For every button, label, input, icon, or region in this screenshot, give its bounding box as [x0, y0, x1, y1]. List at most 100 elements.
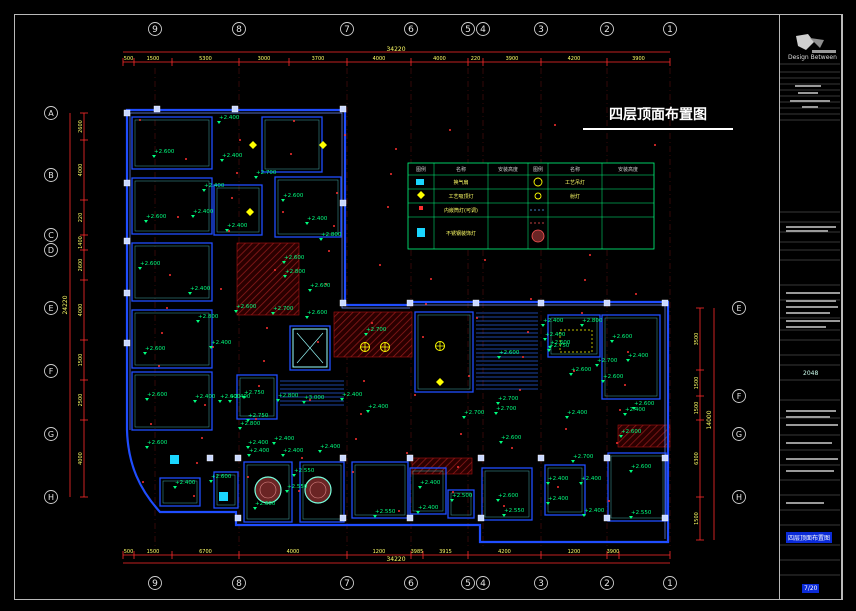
dim-bottom-label: 1200 [568, 549, 581, 555]
grille-ceiling [280, 380, 344, 408]
structural-column [123, 109, 131, 117]
downlight-icon [484, 259, 486, 261]
axis-label: E [48, 304, 53, 313]
axis-bubble-left [44, 243, 58, 257]
downlight-icon [258, 385, 260, 387]
ceiling-recess [134, 119, 210, 167]
axis-label: 9 [152, 25, 158, 35]
structural-column [477, 454, 485, 462]
elevation-marker-icon [546, 502, 550, 505]
ceiling-height-label: +2.400 [195, 394, 216, 400]
dim-top-label: 4000 [433, 56, 446, 62]
elevation-marker-icon [364, 333, 368, 336]
room-outline [131, 309, 213, 369]
downlight-icon [557, 486, 559, 488]
ceiling-height-label: +2.400 [548, 476, 569, 482]
ceiling-height-label: +2.550 [504, 508, 525, 514]
elevation-marker-icon [548, 346, 552, 349]
axis-label: 3 [538, 579, 544, 589]
ceiling-recess [264, 119, 320, 170]
dim-top-label: 4200 [568, 56, 581, 62]
downlight-icon [457, 466, 459, 468]
elevation-marker-icon [546, 482, 550, 485]
ceiling-height-label: +2.750 [549, 343, 570, 349]
axis-bubble-left [44, 490, 58, 504]
elevation-marker-icon [450, 499, 454, 502]
ceiling-height-label: +2.400 [420, 480, 441, 486]
downlight-icon [565, 428, 567, 430]
ceiling-height-label: +2.550 [287, 484, 308, 490]
ceiling-height-label: +2.600 [612, 334, 633, 340]
elevation-marker-icon [626, 359, 630, 362]
legend-header: 名称 [570, 166, 580, 173]
ceiling-height-label: +2.400 [307, 216, 328, 222]
downlight-icon [573, 370, 575, 372]
downlight-icon [196, 462, 198, 464]
axis-label: H [48, 493, 54, 502]
elevation-marker-icon [319, 238, 323, 241]
legend-header: 安装高度 [498, 166, 518, 173]
dim-top-label: 3900 [506, 56, 519, 62]
elevation-marker-icon [601, 380, 605, 383]
structural-column [661, 454, 669, 462]
axis-bubble-top [340, 22, 354, 36]
axis-bubble-left [44, 168, 58, 182]
ceiling-recess [134, 245, 210, 299]
elevation-marker-icon [246, 419, 250, 422]
ceiling-height-label: +2.600 [621, 429, 642, 435]
dim-bottom-label: 500 [124, 549, 134, 555]
dim-bottom-label: 1500 [147, 549, 160, 555]
ceiling-recess [550, 317, 598, 355]
axis-bubble-bottom [534, 576, 548, 590]
structural-column [123, 179, 131, 187]
room-outline [607, 452, 667, 522]
axis-bubble-top [232, 22, 246, 36]
downlight-icon [193, 495, 195, 497]
dim-bottom-label: 3915 [439, 549, 452, 555]
ceiling-height-label: +2.600 [603, 374, 624, 380]
elevation-marker-icon [541, 324, 545, 327]
downlight-icon [177, 216, 179, 218]
round-chandelier-icon [254, 476, 282, 504]
company-name: Design Between [788, 54, 837, 61]
dim-right-label: 1500 [694, 402, 700, 415]
axis-bubble-right [732, 301, 746, 315]
legend-chandelier-icon [531, 229, 545, 243]
company-logo-icon [796, 34, 836, 53]
dim-right-label: 1500 [694, 512, 700, 525]
structural-column [661, 299, 669, 307]
ceiling-height-label: +2.700 [597, 358, 618, 364]
grille-ceiling [476, 312, 538, 390]
round-chandelier-icon [304, 476, 332, 504]
elevation-marker-icon [579, 482, 583, 485]
downlight-icon [379, 264, 381, 266]
elevation-marker-icon [496, 402, 500, 405]
downlight-icon [627, 351, 629, 353]
structural-column [603, 299, 611, 307]
structural-column [339, 299, 347, 307]
downlight-icon [274, 269, 276, 271]
axis-label: E [736, 304, 741, 313]
room-outline [261, 116, 323, 173]
downlight-icon [344, 134, 346, 136]
elevation-marker-icon [225, 229, 229, 232]
ceiling-height-label: +2.400 [211, 340, 232, 346]
elevation-marker-icon [595, 364, 599, 367]
elevation-marker-icon [632, 407, 636, 410]
ceiling-height-label: +2.800 [582, 318, 603, 324]
dim-bottom-overall-label: 34220 [386, 556, 405, 563]
axis-bubble-top [663, 22, 677, 36]
ceiling-recess [277, 179, 339, 235]
downlight-icon [220, 288, 222, 290]
downlight-icon [527, 331, 529, 333]
downlight-icon [239, 139, 241, 141]
structural-column [234, 454, 242, 462]
axis-bubble-bottom [404, 576, 418, 590]
elevation-marker-icon [282, 261, 286, 264]
downlight-icon [452, 491, 454, 493]
downlight-icon [228, 230, 230, 232]
dim-top-label: 3700 [312, 56, 325, 62]
elevation-marker-icon [366, 410, 370, 413]
structural-column [661, 514, 669, 522]
ceiling-height-label: +2.700 [496, 406, 517, 412]
